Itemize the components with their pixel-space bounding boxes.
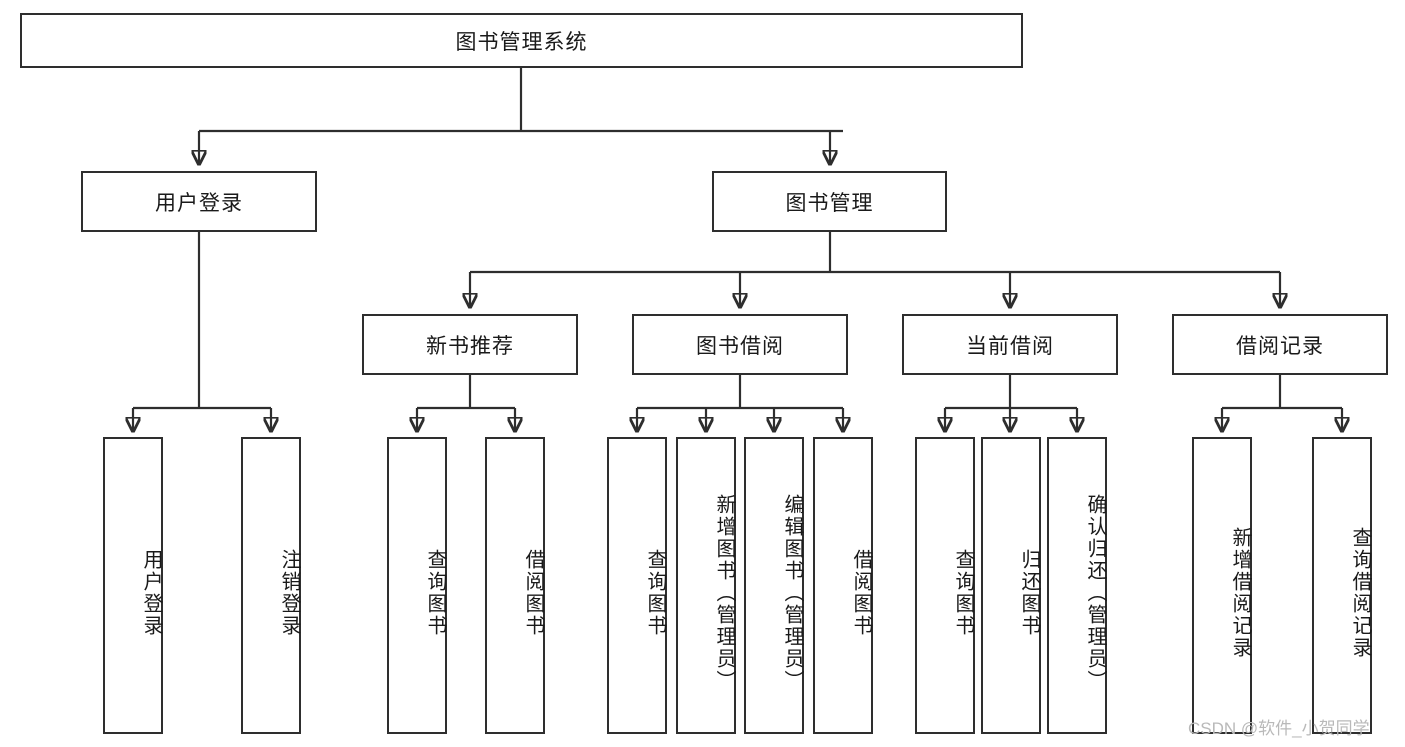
- node-leaf-cur-query-book-label: 查询图书: [952, 548, 974, 637]
- node-new-book-rec[interactable]: 新书推荐: [362, 314, 578, 375]
- node-leaf-cur-query-book[interactable]: 查询图书: [915, 437, 975, 734]
- watermark: CSDN @软件_小贺同学: [1188, 719, 1370, 738]
- node-user-login-label: 用户登录: [155, 191, 243, 215]
- node-current-borrow[interactable]: 当前借阅: [902, 314, 1118, 375]
- node-leaf-rec-borrow-book-label: 借阅图书: [522, 548, 544, 637]
- node-leaf-borrow-query-book-label: 查询图书: [644, 548, 666, 637]
- node-new-book-rec-label: 新书推荐: [426, 334, 514, 358]
- node-leaf-rec-query-record-label: 查询借阅记录: [1349, 526, 1371, 659]
- node-leaf-borrow-edit-book[interactable]: 编辑图书（管理员）: [744, 437, 804, 734]
- node-book-manage-label: 图书管理: [785, 191, 874, 215]
- node-leaf-rec-add-record-label: 新增借阅记录: [1229, 526, 1251, 659]
- node-leaf-borrow-edit-book-label: 编辑图书（管理员）: [781, 493, 803, 692]
- node-leaf-borrow-borrow-book-label: 借阅图书: [850, 548, 872, 637]
- node-leaf-rec-query-record[interactable]: 查询借阅记录: [1312, 437, 1372, 734]
- node-book-borrow-label: 图书借阅: [696, 334, 784, 358]
- node-current-borrow-label: 当前借阅: [966, 334, 1054, 358]
- node-leaf-user-login-label: 用户登录: [140, 548, 162, 637]
- node-book-manage[interactable]: 图书管理: [712, 171, 947, 232]
- node-leaf-borrow-borrow-book[interactable]: 借阅图书: [813, 437, 873, 734]
- node-leaf-cur-return-book-label: 归还图书: [1018, 548, 1040, 637]
- node-leaf-cur-confirm-return-label: 确认归还（管理员）: [1084, 493, 1106, 692]
- node-root-label: 图书管理系统: [455, 30, 588, 54]
- node-leaf-user-login[interactable]: 用户登录: [103, 437, 163, 734]
- node-leaf-rec-borrow-book[interactable]: 借阅图书: [485, 437, 545, 734]
- node-user-login[interactable]: 用户登录: [81, 171, 317, 232]
- node-borrow-record-label: 借阅记录: [1236, 334, 1324, 358]
- node-leaf-cur-return-book[interactable]: 归还图书: [981, 437, 1041, 734]
- node-borrow-record[interactable]: 借阅记录: [1172, 314, 1388, 375]
- node-leaf-borrow-query-book[interactable]: 查询图书: [607, 437, 667, 734]
- node-leaf-cur-confirm-return[interactable]: 确认归还（管理员）: [1047, 437, 1107, 734]
- node-leaf-rec-query-book[interactable]: 查询图书: [387, 437, 447, 734]
- node-leaf-borrow-add-book-label: 新增图书（管理员）: [713, 493, 735, 692]
- node-leaf-rec-query-book-label: 查询图书: [424, 548, 446, 637]
- node-leaf-user-logout[interactable]: 注销登录: [241, 437, 301, 734]
- node-leaf-borrow-add-book[interactable]: 新增图书（管理员）: [676, 437, 736, 734]
- node-book-borrow[interactable]: 图书借阅: [632, 314, 848, 375]
- node-root[interactable]: 图书管理系统: [20, 13, 1023, 68]
- node-leaf-rec-add-record[interactable]: 新增借阅记录: [1192, 437, 1252, 734]
- node-leaf-user-logout-label: 注销登录: [278, 548, 300, 637]
